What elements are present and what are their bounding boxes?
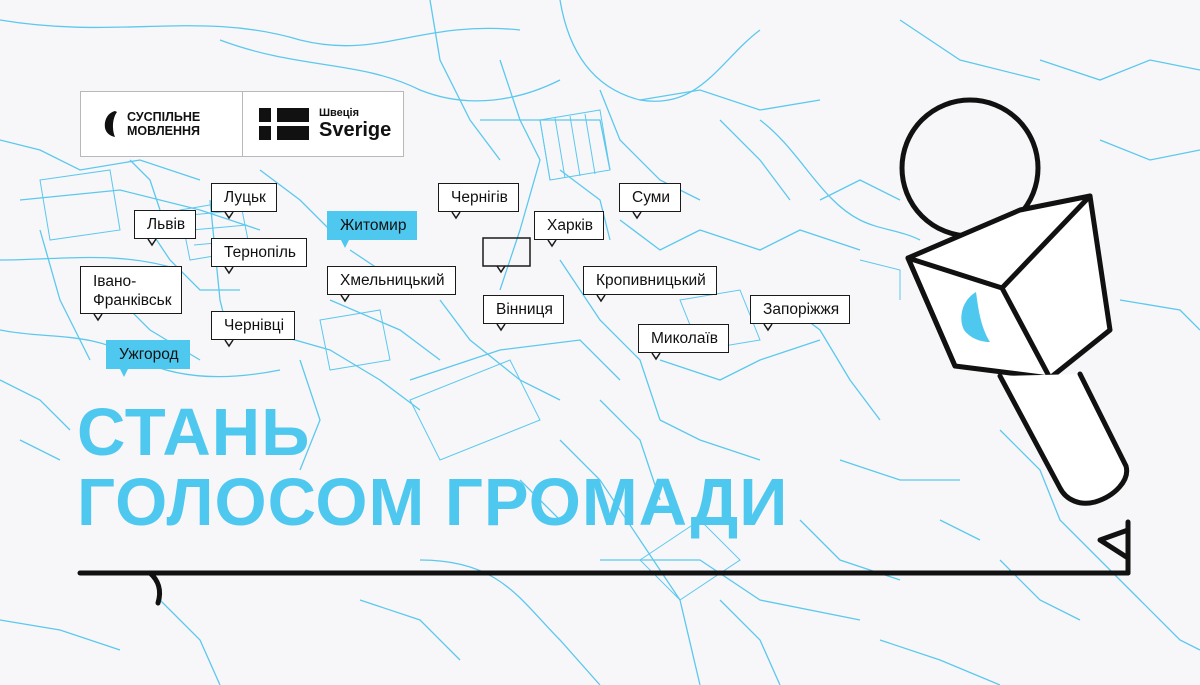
city-label-chernihiv: Чернігів bbox=[438, 183, 519, 212]
city-name-line-1: Івано- bbox=[93, 273, 137, 290]
sweden-big-label: Sverige bbox=[319, 119, 392, 141]
sweden-flag-icon bbox=[259, 108, 309, 140]
sweden-small-label: Швеція bbox=[319, 107, 360, 119]
suspilne-line-1: СУСПІЛЬНЕ bbox=[127, 110, 201, 124]
city-label-kropyvnytskyi: Кропивницький bbox=[583, 266, 717, 295]
city-name-line-2: Франківськ bbox=[93, 292, 172, 309]
city-label-zhytomyr: Житомир bbox=[327, 211, 418, 240]
city-label-mykolaiv: Миколаїв bbox=[638, 324, 730, 353]
city-name: Чернігів bbox=[451, 189, 508, 206]
city-label-ternopil: Тернопіль bbox=[211, 238, 307, 267]
suspilne-logo: СУСПІЛЬНЕ МОВЛЕННЯ bbox=[81, 92, 243, 156]
city-label-chernivtsi: Чернівці bbox=[211, 311, 296, 340]
city-label-lviv: Львів bbox=[134, 210, 197, 239]
city-label-vinnytsia: Вінниця bbox=[483, 295, 564, 324]
city-name: Чернівці bbox=[224, 317, 285, 334]
headline: СТАНЬ ГОЛОСОМ ГРОМАДИ bbox=[77, 398, 788, 538]
city-name: Хмельницький bbox=[340, 272, 445, 289]
city-name: Миколаїв bbox=[651, 330, 719, 347]
suspilne-wordmark: СУСПІЛЬНЕ МОВЛЕННЯ bbox=[127, 110, 200, 138]
city-name: Ужгород bbox=[119, 346, 179, 363]
city-name: Луцьк bbox=[224, 189, 266, 206]
city-name: Тернопіль bbox=[224, 244, 296, 261]
city-label-khmelnytskyi: Хмельницький bbox=[327, 266, 456, 295]
sweden-logo: Швеція Sverige bbox=[243, 92, 391, 156]
city-name: Суми bbox=[632, 189, 671, 206]
city-name: Кропивницький bbox=[596, 272, 706, 289]
suspilne-line-2: МОВЛЕННЯ bbox=[127, 124, 200, 138]
city-name: Харків bbox=[547, 217, 594, 234]
city-label-uzhhorod: Ужгород bbox=[106, 340, 190, 369]
city-name: Житомир bbox=[340, 217, 407, 234]
headline-line-1: СТАНЬ bbox=[77, 395, 311, 470]
city-name: Вінниця bbox=[496, 301, 553, 318]
city-label-ivano-frankivsk: Івано- Франківськ bbox=[80, 266, 183, 314]
city-label-kharkiv: Харків bbox=[534, 211, 605, 240]
city-label-sumy: Суми bbox=[619, 183, 682, 212]
sweden-wordmark: Швеція Sverige bbox=[319, 107, 391, 141]
suspilne-leaf-icon bbox=[104, 111, 117, 137]
city-name: Запоріжжя bbox=[763, 301, 840, 318]
city-label-zaporizhzhia: Запоріжжя bbox=[750, 295, 851, 324]
partner-logos: СУСПІЛЬНЕ МОВЛЕННЯ Швеція Sverige bbox=[80, 91, 404, 157]
city-name: Львів bbox=[147, 216, 186, 233]
city-label-lutsk: Луцьк bbox=[211, 183, 277, 212]
headline-line-2: ГОЛОСОМ ГРОМАДИ bbox=[77, 465, 789, 540]
